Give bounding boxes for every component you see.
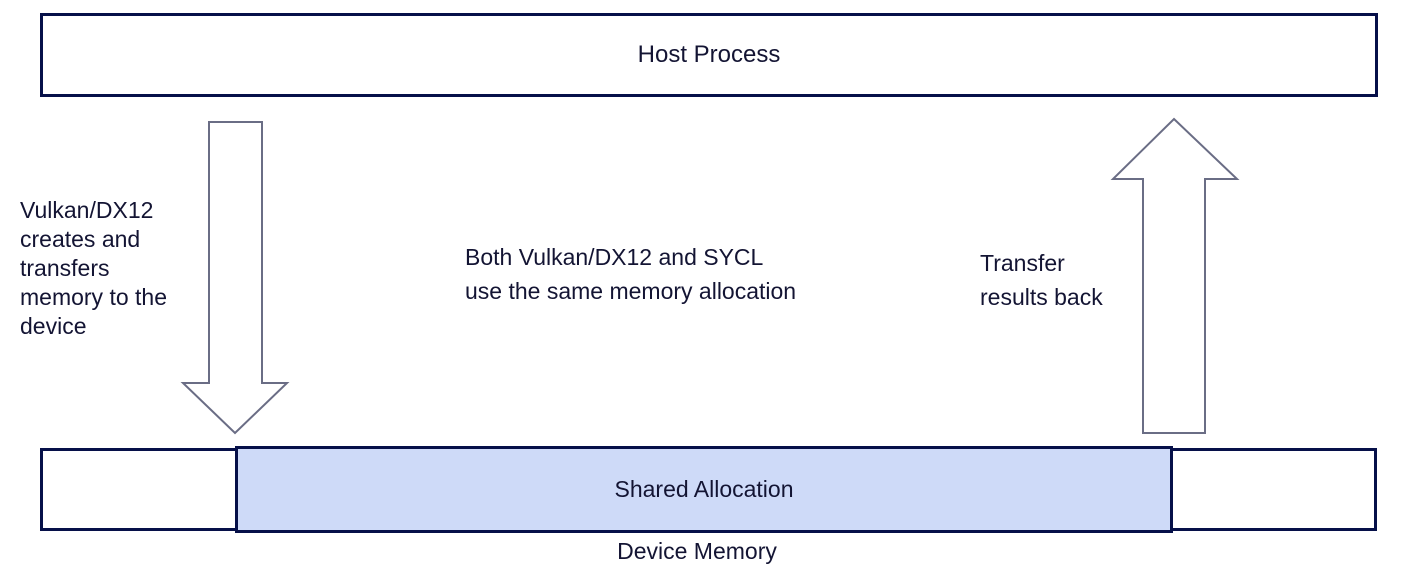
left-annotation-line: memory to the xyxy=(20,284,167,310)
center-annotation-line: use the same memory allocation xyxy=(465,278,797,304)
center-annotation-line: Both Vulkan/DX12 and SYCL xyxy=(465,244,764,270)
right-annotation-line: Transfer xyxy=(980,250,1065,276)
shared-allocation-label: Shared Allocation xyxy=(614,476,794,502)
left-annotation-line: Vulkan/DX12 xyxy=(20,197,154,223)
left-annotation-line: device xyxy=(20,313,87,339)
left-annotation-line: creates and xyxy=(20,226,141,252)
shared-allocation-box: Shared Allocation xyxy=(235,446,1173,533)
center-annotation: Both Vulkan/DX12 and SYCL use the same m… xyxy=(465,240,796,308)
device-memory-label: Device Memory xyxy=(617,538,777,564)
up-arrow-icon xyxy=(1110,117,1240,434)
host-process-label: Host Process xyxy=(637,41,781,68)
left-annotation-line: transfers xyxy=(20,255,110,281)
right-arrow-annotation: Transfer results back xyxy=(980,246,1103,314)
down-arrow-icon xyxy=(180,121,290,435)
host-process-box: Host Process xyxy=(40,13,1378,97)
left-arrow-annotation: Vulkan/DX12 creates and transfers memory… xyxy=(20,196,167,341)
right-annotation-line: results back xyxy=(980,284,1103,310)
